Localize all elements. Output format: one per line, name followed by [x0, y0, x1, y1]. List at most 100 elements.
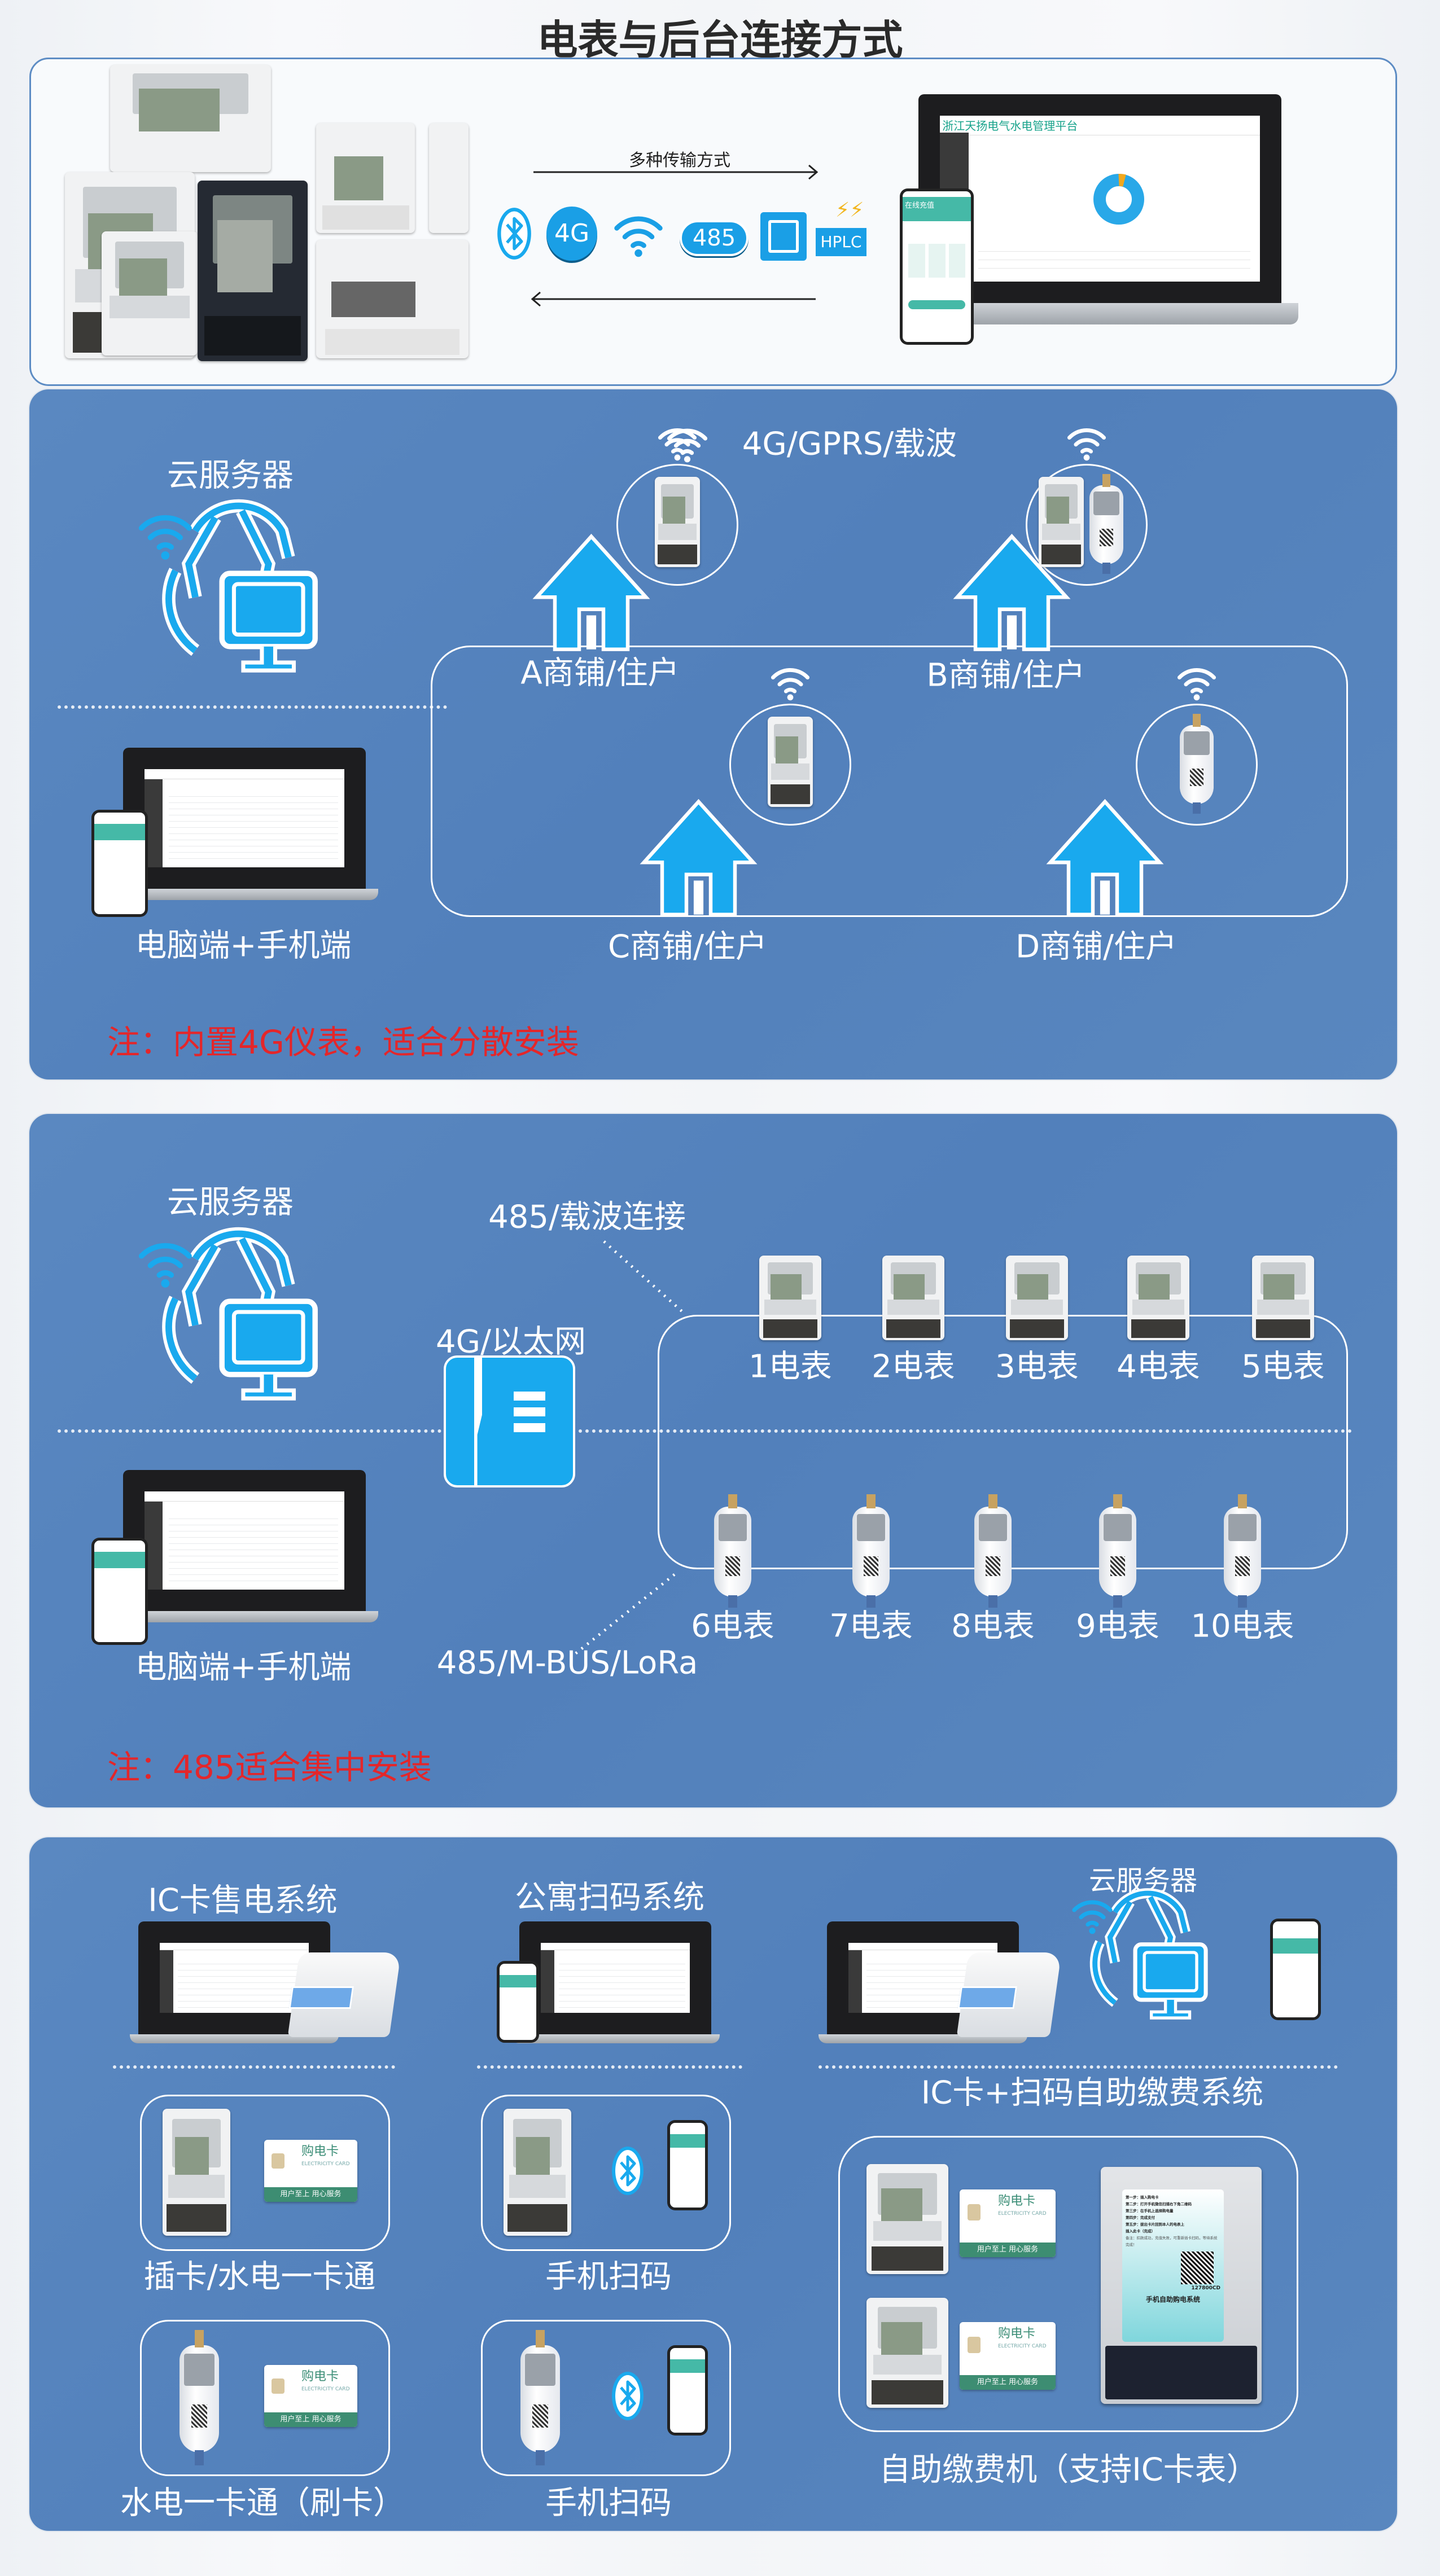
ethernet-icon	[760, 212, 807, 261]
house-icon	[946, 530, 1078, 652]
phone-icon	[91, 810, 148, 917]
card-reader-icon	[956, 1952, 1062, 2037]
kiosk-step: 第四步：完成支付	[1126, 2215, 1155, 2220]
lower-link-label: 485/M-BUS/LoRa	[436, 1644, 698, 1682]
cloud-server-icon	[1056, 1882, 1225, 2023]
kiosk-screen-title: 手机自助购电系统	[1145, 2296, 1200, 2303]
system-option-label: 手机扫码	[545, 2485, 672, 2522]
speech-bubble	[729, 704, 851, 826]
system-option-box	[140, 2095, 390, 2251]
meter-label: 2电表	[872, 1348, 955, 1385]
wifi-icon	[1061, 420, 1112, 464]
water-meter-image	[180, 2330, 219, 2465]
card-reader-icon	[287, 1952, 401, 2037]
electric-meter-image	[882, 1256, 944, 1340]
laptop-base	[130, 2034, 339, 2043]
laptop-icon	[123, 1470, 366, 1611]
rs485-icon: 485	[680, 220, 749, 256]
hplc-icon: HPLC	[816, 228, 866, 256]
platform-title: 浙江天扬电气水电管理平台	[940, 116, 1260, 136]
phone-recharge-screenshot: 在线充值	[900, 188, 974, 345]
speech-bubble	[616, 464, 738, 586]
divider	[58, 1429, 441, 1433]
meter-label: 10电表	[1190, 1608, 1294, 1645]
system-option-label: 手机扫码	[545, 2258, 672, 2296]
gateway-label: 4G/以太网	[436, 1323, 586, 1361]
card-subtitle: ELECTRICITY CARD	[301, 2386, 350, 2392]
qr-code	[1181, 2252, 1214, 2284]
meter-label: 8电表	[951, 1608, 1035, 1645]
site-label: D商铺/住户	[1016, 928, 1177, 966]
kiosk-step: 第三步：在手机上选择购电量	[1126, 2209, 1174, 2213]
lightning-icon: ⚡⚡	[835, 199, 864, 222]
electric-meter-image	[1039, 477, 1084, 567]
card-title: 购电卡	[301, 2144, 339, 2158]
electric-meter-image	[504, 2109, 571, 2236]
system-option-label: 插卡/水电一卡通	[143, 2258, 376, 2296]
card-slogan: 用户至上 用心服务	[264, 2412, 357, 2427]
client-label: 电脑端+手机端	[135, 927, 352, 964]
water-meter-image	[1099, 1494, 1136, 1608]
water-meter-image	[852, 1494, 890, 1608]
electric-meter-image	[768, 717, 813, 807]
wifi-icon	[652, 420, 703, 464]
phone-icon	[497, 1961, 539, 2043]
note-text: 注：内置4G仪表，适合分散安装	[107, 1023, 579, 1061]
divider	[113, 2065, 395, 2069]
divider	[819, 2065, 1338, 2069]
kiosk-step: 第五步：拔出卡片回到本人的电表上	[1126, 2222, 1184, 2227]
meter-label: 3电表	[995, 1348, 1079, 1385]
speech-bubble	[1136, 704, 1258, 826]
electric-meter-image	[1252, 1256, 1314, 1340]
kiosk-box	[838, 2136, 1298, 2432]
system-option-box	[140, 2320, 390, 2476]
meter-image	[198, 181, 308, 361]
4g-icon: 4G	[546, 207, 597, 261]
laptop-platform-screenshot: 浙江天扬电气水电管理平台	[918, 94, 1281, 303]
meter-label: 9电表	[1076, 1608, 1159, 1645]
phone-icon	[667, 2345, 708, 2435]
cloud-server-label: 云服务器	[167, 1184, 294, 1221]
ic-system-title: IC卡售电系统	[148, 1882, 338, 1919]
electric-meter-image	[866, 2164, 948, 2274]
transmission-label: 多种传输方式	[629, 151, 730, 170]
card-slogan: 用户至上 用心服务	[960, 2243, 1056, 2257]
divider	[58, 705, 447, 709]
kiosk-step: 插入此卡（完成）	[1126, 2229, 1155, 2233]
meter-label: 4电表	[1117, 1348, 1200, 1385]
phone-icon	[1270, 1919, 1321, 2020]
electric-meter-image	[655, 477, 700, 567]
485-connection-panel	[29, 1114, 1397, 1807]
kiosk-code: 127800CD	[1191, 2285, 1220, 2291]
self-service-title: IC卡+扫码自助缴费系统	[921, 2074, 1264, 2112]
self-service-kiosk: 第一步：插入购电卡第二步：打开手机微信扫描右下角二维码第三步：在手机上选择购电量…	[1101, 2167, 1262, 2404]
arrow-right-icon	[533, 164, 819, 180]
laptop-icon	[519, 1921, 711, 2034]
page-title: 电表与后台连接方式	[537, 16, 903, 64]
kiosk-remark: 备注：扣款成功，充值失败，可重新插卡扫码，等待系统完成！	[1126, 2236, 1218, 2247]
cloud-server-icon	[119, 491, 339, 677]
laptop-base	[116, 1611, 378, 1622]
electric-meter-image	[759, 1256, 821, 1340]
meter-image	[316, 123, 415, 233]
bluetooth-icon	[611, 2145, 645, 2196]
gateway-icon	[444, 1355, 575, 1487]
card-subtitle: ELECTRICITY CARD	[998, 2211, 1047, 2217]
meter-image	[429, 123, 469, 233]
system-option-box	[481, 2095, 731, 2251]
meter-image	[316, 240, 469, 358]
wifi-icon	[611, 207, 666, 261]
donut-chart-icon	[1093, 174, 1145, 225]
kiosk-step: 第二步：打开手机微信扫描右下角二维码	[1126, 2202, 1192, 2206]
meter-label: 7电表	[829, 1608, 913, 1645]
note-text: 注：485适合集中安装	[107, 1748, 432, 1787]
phone-icon	[667, 2120, 708, 2210]
upper-link-label: 485/载波连接	[488, 1199, 686, 1236]
site-group-box	[431, 646, 1348, 917]
system-option-label: 水电一卡通（刷卡）	[120, 2485, 405, 2522]
chip-icon	[967, 2204, 981, 2221]
